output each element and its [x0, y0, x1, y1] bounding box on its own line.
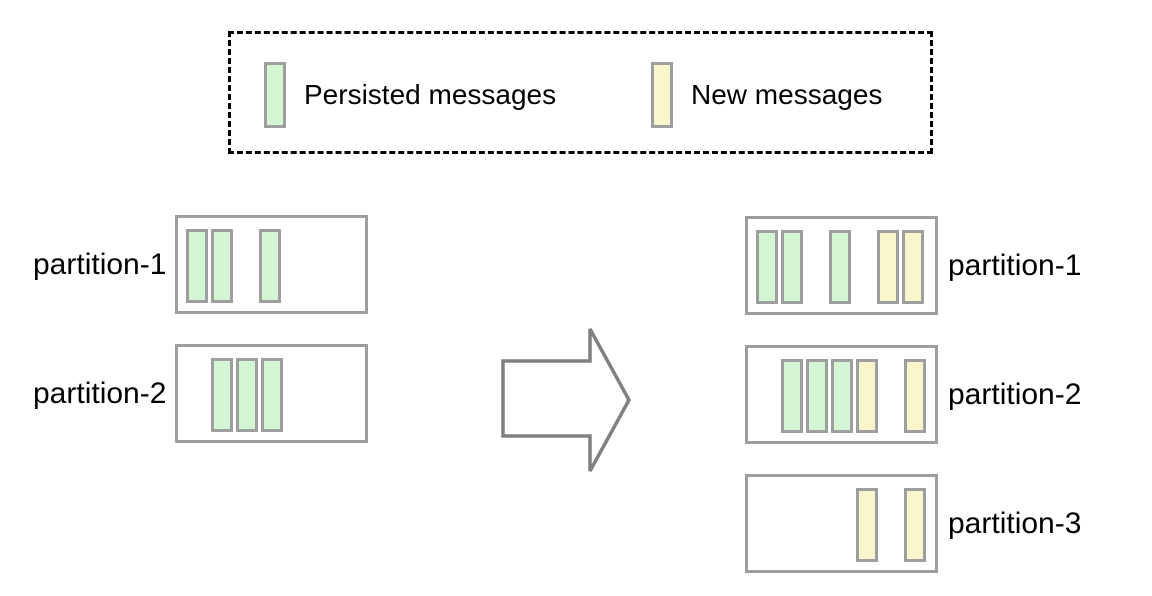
right-partition-3-label: partition-3 [948, 506, 1082, 540]
right-partition-1-box [745, 216, 938, 315]
right-partition-3-box [745, 474, 938, 573]
message-bar-new [904, 488, 926, 562]
right-block-arrow-icon [500, 325, 632, 475]
new-messages-swatch-icon [651, 62, 673, 128]
message-bar-persisted [829, 230, 851, 304]
message-bar-persisted [831, 359, 853, 433]
persisted-messages-swatch-icon [264, 62, 286, 128]
message-bar-persisted [806, 359, 828, 433]
message-bar-new [904, 359, 926, 433]
message-bar-new [856, 359, 878, 433]
legend-item-new: New messages [651, 62, 882, 128]
right-partition-2-box [745, 345, 938, 444]
message-bar-persisted [781, 359, 803, 433]
message-bar-persisted [211, 229, 234, 303]
right-partition-2-row: partition-2 [745, 345, 1081, 444]
left-partition-1-label: partition-1 [33, 247, 167, 281]
message-bar-persisted [186, 229, 209, 303]
message-bar-persisted [261, 358, 284, 432]
legend-label-persisted: Persisted messages [304, 79, 557, 110]
right-partition-1-label: partition-1 [948, 248, 1082, 282]
right-partition-2-label: partition-2 [948, 377, 1082, 411]
legend-item-persisted: Persisted messages [264, 62, 556, 128]
right-partition-3-row: partition-3 [745, 474, 1081, 573]
message-bar-new [856, 488, 878, 562]
message-bar-persisted [756, 230, 778, 304]
left-partition-2-label: partition-2 [33, 376, 167, 410]
legend-label-new: New messages [691, 79, 883, 110]
message-bar-persisted [781, 230, 803, 304]
message-bar-new [877, 230, 899, 304]
message-bar-persisted [211, 358, 234, 432]
message-bar-new [902, 230, 924, 304]
left-partition-1-box [175, 215, 369, 314]
message-bar-persisted [259, 229, 282, 303]
left-partition-2-box [175, 344, 369, 443]
left-partition-2-row: partition-2 [33, 344, 369, 443]
message-bar-persisted [236, 358, 259, 432]
legend-box: Persisted messages New messages [228, 31, 933, 154]
right-partition-1-row: partition-1 [745, 216, 1081, 315]
left-partition-1-row: partition-1 [33, 215, 369, 314]
